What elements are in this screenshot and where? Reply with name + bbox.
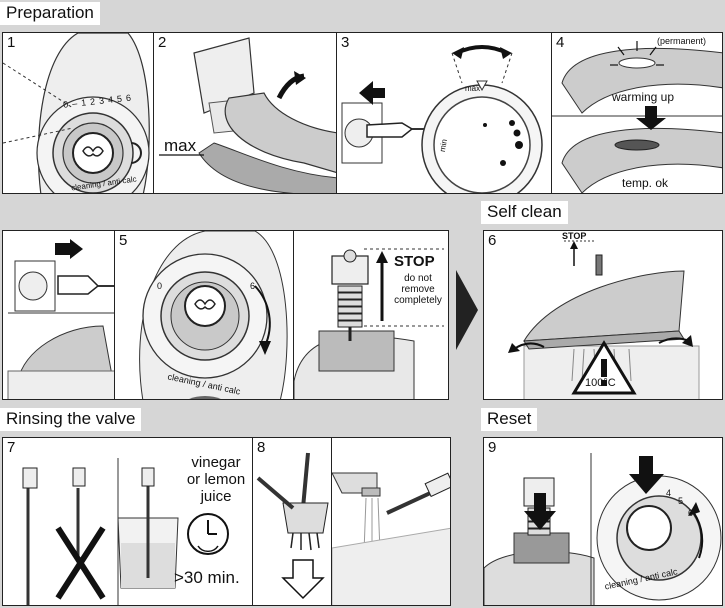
rinsing-valve-illustration <box>22 458 229 605</box>
unplug-illustration <box>7 239 114 399</box>
filling-water-illustration <box>159 37 336 193</box>
duration-label: >30 min. <box>174 568 240 587</box>
warming-indicator-illustration <box>552 41 722 193</box>
dial-scale-5: 5 <box>678 496 684 506</box>
step-8a-panel: 8 <box>252 437 332 606</box>
next-arrow-icon <box>456 270 478 350</box>
step-2-panel: 2 max <box>153 32 337 194</box>
step-5b-panel: 5 0 6 cleaning / anti calc <box>114 230 294 400</box>
step-6-panel: 6 STOP 100°C <box>483 230 723 400</box>
temperature-label: 100°C <box>585 377 616 389</box>
dial-scale-4: 4 <box>666 488 672 498</box>
stop-label: STOP <box>562 231 587 241</box>
step-number: 5 <box>119 232 128 249</box>
step-8b-panel <box>331 437 451 606</box>
step-number: 2 <box>158 34 167 51</box>
step-number: 8 <box>257 439 266 456</box>
step-1-panel: 1 0–123456 cleaning / anti calc <box>2 32 154 194</box>
warming-up-label: warming up <box>612 90 675 104</box>
valve-stop-illustration <box>294 248 444 399</box>
anti-calc-dial-illustration <box>139 231 288 399</box>
step-9-panel: 9 4 5 6 cleaning / anti calc <box>483 437 723 606</box>
step-number: 7 <box>7 439 16 456</box>
iron-dial-illustration <box>3 33 150 193</box>
brush-cleaning-illustration <box>256 452 329 600</box>
section-title-rinsing: Rinsing the valve <box>0 408 142 431</box>
dial-max-label: max <box>465 84 481 93</box>
step-number: 1 <box>7 34 16 51</box>
step-number: 6 <box>488 232 497 249</box>
dial-scale-6: 6 <box>250 281 256 291</box>
faucet-rinse-illustration <box>332 472 450 605</box>
dial-scale-6: 6 <box>688 508 694 518</box>
temperature-dial-illustration <box>341 45 543 193</box>
section-title-preparation: Preparation <box>0 2 100 25</box>
self-clean-illustration <box>508 240 700 399</box>
reset-valve-illustration <box>484 453 722 605</box>
step-number: 3 <box>341 34 350 51</box>
temp-ok-label: temp. ok <box>622 176 669 190</box>
step-number: 9 <box>488 439 497 456</box>
step-5a-panel <box>2 230 115 400</box>
step-3-panel: 3 max min <box>336 32 552 194</box>
dial-scale-0: 0 <box>157 281 163 291</box>
step-number: 4 <box>556 34 565 51</box>
section-title-self-clean: Self clean <box>481 201 568 224</box>
stop-label: STOP <box>394 253 435 270</box>
step-4-panel: 4 (permanent) warming up temp. ok <box>551 32 723 194</box>
section-title-reset: Reset <box>481 408 538 431</box>
permanent-label: (permanent) <box>657 36 707 46</box>
max-fill-label: max <box>164 136 197 155</box>
